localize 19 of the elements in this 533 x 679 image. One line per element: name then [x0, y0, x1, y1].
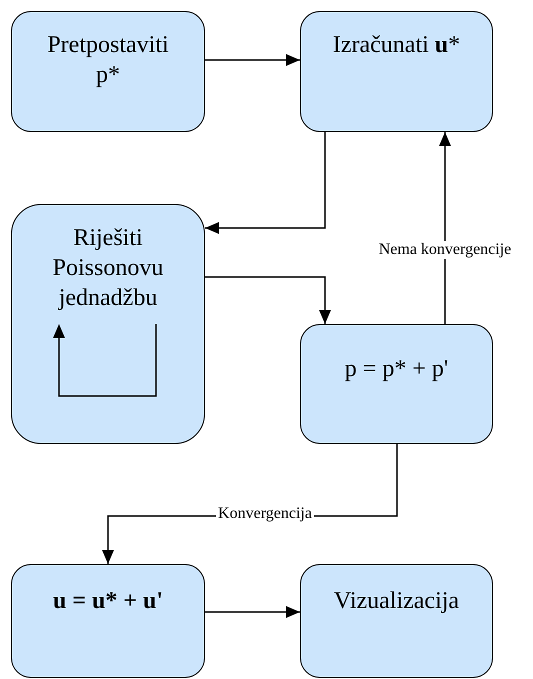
- process-box: [11, 11, 205, 132]
- box-label: u = u* + u': [52, 587, 164, 616]
- arrow: [205, 606, 300, 618]
- box-label: Vizualizacija: [332, 587, 460, 616]
- box-label: Riješiti Poissonovu jednadžbu: [52, 224, 164, 313]
- arrow: [439, 132, 451, 324]
- arrow: [205, 54, 300, 66]
- arrow: [205, 132, 326, 234]
- box-label: Pretpostaviti p*: [46, 31, 170, 90]
- process-box: [300, 324, 493, 444]
- edge-label: Konvergencija: [216, 505, 314, 523]
- box-label: p = p* + p': [344, 355, 450, 384]
- edge-label: Nema konvergencije: [376, 241, 514, 259]
- process-box: [11, 564, 205, 678]
- process-box: [300, 11, 493, 132]
- process-box: [11, 204, 205, 444]
- box-label: Izračunati u*: [332, 31, 462, 60]
- arrow: [205, 276, 331, 324]
- process-box: [300, 564, 493, 678]
